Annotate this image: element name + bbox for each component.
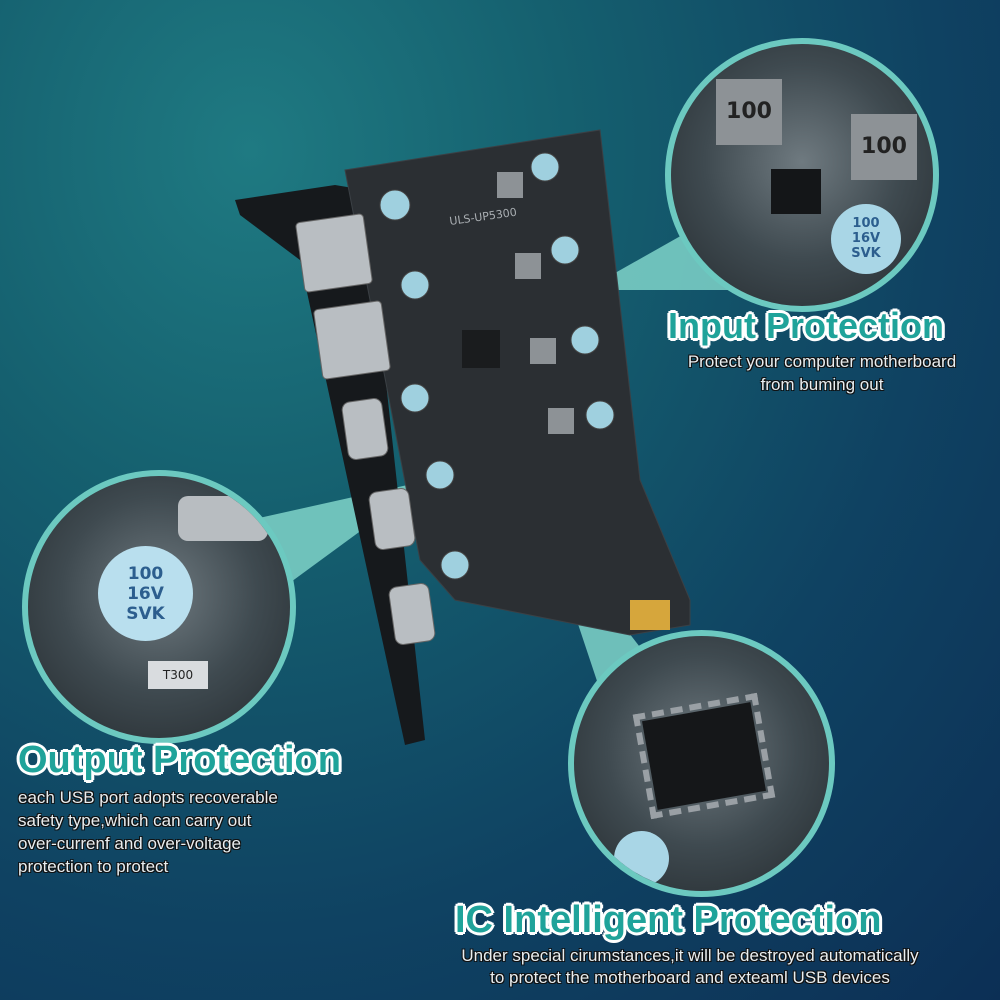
capacitor-text: SVK: [126, 604, 165, 624]
capacitor-text: 100: [852, 216, 880, 231]
description-line: to protect the motherboard and exteaml U…: [490, 968, 890, 987]
usb-c-port: [178, 496, 268, 541]
description-line: protection to protect: [18, 857, 169, 876]
inductor-100: 100: [851, 114, 917, 180]
resistor: T300: [148, 661, 208, 689]
capacitors: [379, 152, 615, 580]
output-protection-title: Output Protection: [18, 739, 341, 781]
description-line: from buming out: [760, 375, 884, 394]
usb-ports: [295, 213, 436, 645]
controller-chip: [462, 330, 500, 368]
capacitor-text: 100: [127, 564, 164, 584]
description-line: Protect your computer motherboard: [687, 352, 957, 371]
description-line: Under special cirumstances,it will be de…: [461, 946, 919, 965]
ic-protection-title: IC Intelligent Protection: [455, 899, 882, 941]
capacitor-text: SVK: [851, 246, 881, 261]
description-line: each USB port adopts recoverable: [18, 788, 278, 807]
gold-contacts: [630, 600, 670, 630]
inductor-label: 100: [861, 134, 907, 159]
ic-protection-description: Under special cirumstances,it will be de…: [385, 945, 995, 989]
inductor-label: 100: [726, 99, 772, 124]
ic-chip: [633, 692, 775, 820]
description-line: safety type,which can carry out: [18, 811, 252, 830]
input-protection-title: Input Protection: [668, 305, 944, 346]
inductor-100: 100: [716, 79, 782, 145]
output-protection-description: each USB port adopts recoverable safety …: [18, 786, 278, 878]
input-protection-description: Protect your computer motherboard from b…: [648, 350, 996, 396]
resistor-label: T300: [162, 668, 194, 682]
capacitor-text: 16V: [851, 231, 881, 246]
ic-protection-zoom: [568, 630, 835, 897]
inductors: [497, 172, 574, 434]
capacitor: [614, 831, 669, 886]
ic-chip: [771, 169, 821, 214]
capacitor-text: 16V: [127, 584, 164, 604]
description-line: over-currenf and over-voltage: [18, 834, 242, 853]
